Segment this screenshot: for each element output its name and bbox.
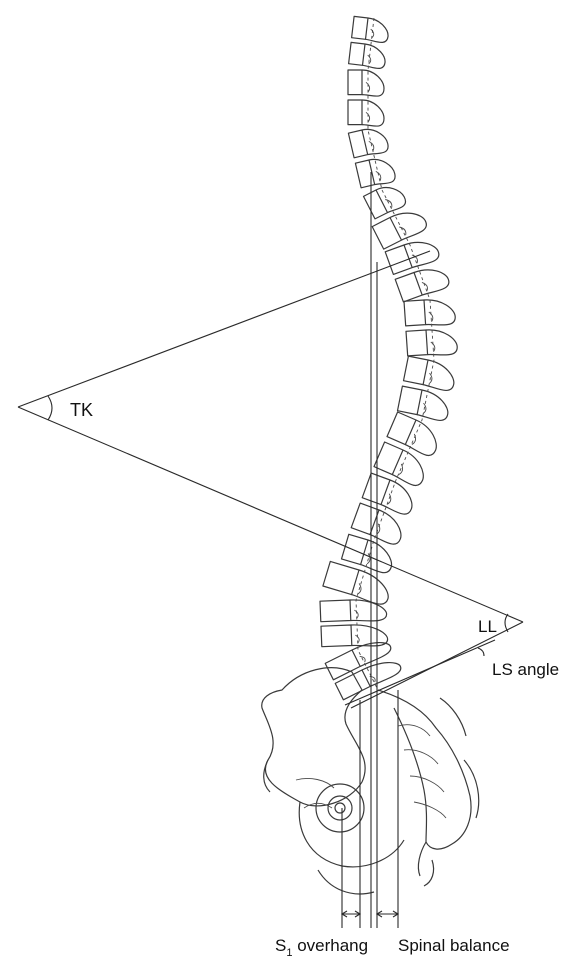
tk-angle-arc xyxy=(48,396,52,420)
s1-overhang-label: S1 overhang xyxy=(275,936,368,959)
vertebral-process xyxy=(366,18,389,42)
vertebral-column xyxy=(320,16,457,699)
vertebral-process xyxy=(423,360,454,390)
ls-angle-label: LS angle xyxy=(492,660,559,679)
vertebral-body xyxy=(335,670,370,700)
vertebral-body xyxy=(348,70,362,95)
vertebral-body xyxy=(374,442,403,475)
vertebral-process xyxy=(362,129,388,154)
vertebral-process xyxy=(362,100,384,126)
spinal-balance-arrow xyxy=(377,911,398,917)
vertebral-body xyxy=(320,600,351,622)
spinal-balance-label: Spinal balance xyxy=(398,936,510,955)
s1-overhang-arrow xyxy=(342,911,360,917)
vertebral-body xyxy=(348,130,367,158)
spinal-canal-line xyxy=(356,18,434,690)
vertebral-body xyxy=(325,650,360,680)
ls-angle-arc xyxy=(478,648,484,656)
vertebral-body xyxy=(398,386,423,415)
vertebral-body xyxy=(348,100,362,125)
vertebral-body xyxy=(404,356,429,385)
vertebral-body xyxy=(342,534,369,564)
vertebral-process xyxy=(363,44,386,68)
vertebral-body xyxy=(364,190,388,219)
vertebral-process xyxy=(362,70,384,96)
vertebral-body xyxy=(406,330,428,356)
ls-angle-line xyxy=(345,640,495,705)
tk-lower-line xyxy=(18,407,523,622)
tk-label: TK xyxy=(70,400,93,420)
vertebral-body xyxy=(351,503,379,534)
vertebral-body xyxy=(387,412,416,445)
vertebral-body xyxy=(404,300,426,326)
vertebral-process xyxy=(361,540,392,573)
vertebral-process xyxy=(392,450,423,485)
vertebral-process xyxy=(417,390,448,420)
vertebral-body xyxy=(321,625,352,647)
vertebral-body xyxy=(355,160,374,188)
vertebral-process xyxy=(405,420,436,455)
pelvis xyxy=(262,668,479,894)
tk-upper-line xyxy=(18,251,430,407)
vertebral-process xyxy=(369,159,395,184)
vertebral-body xyxy=(349,42,365,65)
vertebral-body xyxy=(395,273,422,302)
vertebral-process xyxy=(414,270,449,295)
vertebral-body xyxy=(362,473,390,505)
vertebral-process xyxy=(404,242,439,267)
vertebral-facet xyxy=(399,227,406,235)
vertebral-body xyxy=(372,218,401,250)
vertebral-body xyxy=(352,16,368,39)
vertebral-process xyxy=(370,510,401,544)
vertebral-process xyxy=(376,188,406,213)
vertebral-body xyxy=(323,561,359,594)
ll-label: LL xyxy=(478,617,497,636)
vertebral-facet xyxy=(385,200,392,208)
